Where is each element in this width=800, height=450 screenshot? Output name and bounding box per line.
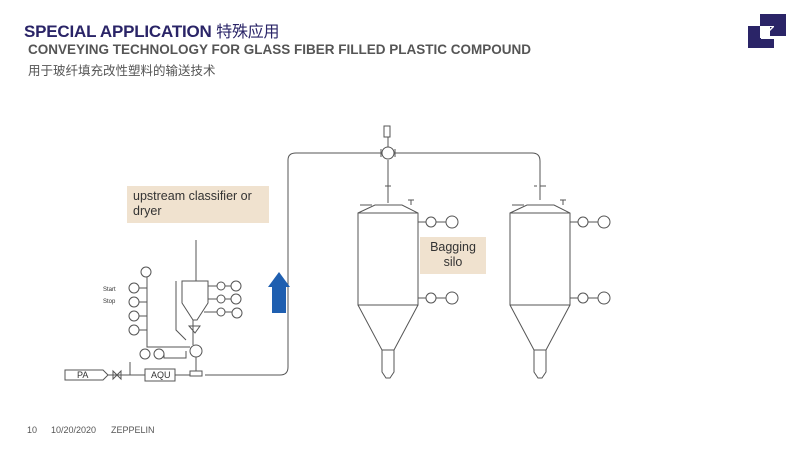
silo-2	[509, 204, 571, 351]
instrument-wt-2	[577, 292, 589, 304]
instrument-lsh-2	[577, 216, 589, 228]
instrument-wi-1	[445, 291, 459, 305]
subtitle: CONVEYING TECHNOLOGY FOR GLASS FIBER FIL…	[28, 42, 532, 57]
actuator-icon	[383, 125, 391, 138]
page-title: SPECIAL APPLICATION 特殊应用	[24, 18, 280, 42]
zeppelin-logo-icon	[748, 14, 786, 48]
pa-box	[64, 369, 109, 381]
diverter-valve	[381, 146, 395, 160]
pa-label: PA	[77, 370, 88, 380]
footer-page-number: 10	[27, 425, 38, 435]
feed-hopper	[181, 280, 209, 321]
silo-1	[357, 204, 419, 351]
valve-icon	[112, 369, 122, 381]
aqu-label: AQU	[151, 370, 171, 380]
instrument-alarm-2	[597, 215, 611, 229]
start-label: Start	[103, 287, 116, 293]
instrument-wt-1	[425, 292, 437, 304]
flow-direction-arrow-icon	[268, 272, 290, 313]
bagging-line1: Bagging	[430, 240, 476, 254]
conveying-line	[205, 152, 541, 376]
aqu-box	[144, 368, 176, 382]
rotary-valve	[189, 344, 203, 358]
stop-label: Stop	[103, 299, 116, 305]
footer-date: 10/20/2020	[51, 425, 97, 435]
note-bagging-silo: Bagging silo	[420, 237, 486, 274]
title-en: SPECIAL APPLICATION	[24, 22, 212, 41]
note-upstream-classifier: upstream classifier or dryer	[127, 186, 269, 223]
title-cn: 特殊应用	[216, 22, 280, 41]
bagging-line2: silo	[443, 255, 463, 269]
instrument-lsh-1	[425, 216, 437, 228]
footer-company: ZEPPELIN	[111, 425, 155, 435]
subtitle-cn: 用于玻纤填充改性塑料的输送技术	[28, 63, 216, 78]
instrument-alarm-1	[445, 215, 459, 229]
instrument-wi-2	[597, 291, 611, 305]
